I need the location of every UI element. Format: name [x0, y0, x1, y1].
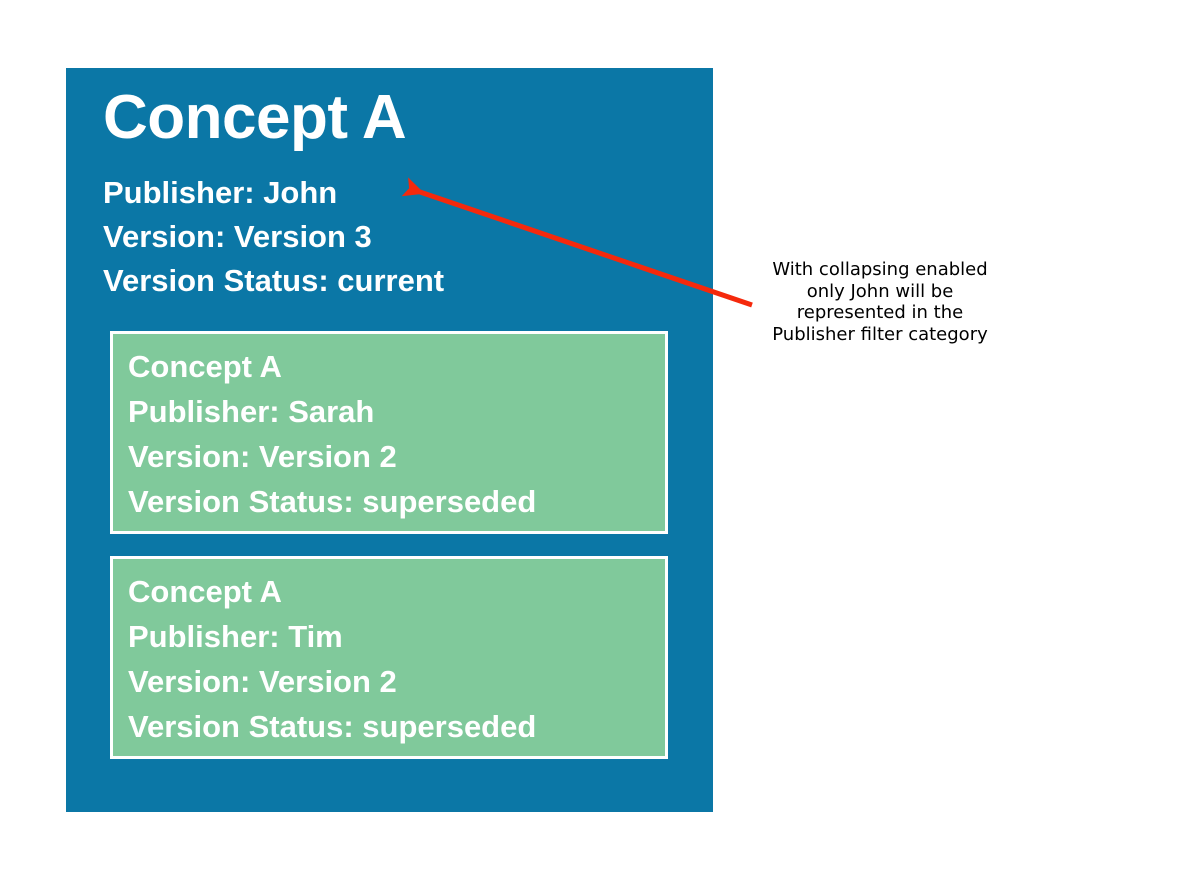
- annotation-line: With collapsing enabled: [772, 259, 988, 280]
- panel-version-line: Version: Version 3: [103, 219, 372, 254]
- version-card: Concept A Publisher: Tim Version: Versio…: [110, 556, 668, 759]
- version-card-content: Concept A Publisher: Sarah Version: Vers…: [128, 344, 659, 524]
- version-card-version-status-line: Version Status: superseded: [128, 709, 537, 744]
- version-card-publisher-line: Publisher: Sarah: [128, 394, 375, 429]
- version-card-title: Concept A: [128, 574, 282, 609]
- version-card-version-status-line: Version Status: superseded: [128, 484, 537, 519]
- concept-panel-metadata: Publisher: John Version: Version 3 Versi…: [103, 171, 693, 303]
- annotation-line: Publisher filter category: [772, 323, 988, 345]
- version-card-version-line: Version: Version 2: [128, 664, 397, 699]
- annotation-line: only John will be: [806, 280, 954, 302]
- version-card: Concept A Publisher: Sarah Version: Vers…: [110, 331, 668, 534]
- annotation-callout: With collapsing enabled only John will b…: [752, 259, 1008, 345]
- annotation-line: represented in the: [796, 302, 964, 323]
- version-card-content: Concept A Publisher: Tim Version: Versio…: [128, 569, 659, 749]
- panel-publisher-line: Publisher: John: [103, 175, 338, 210]
- version-card-version-line: Version: Version 2: [128, 439, 397, 474]
- panel-version-status-line: Version Status: current: [103, 263, 445, 298]
- concept-panel: Concept A Publisher: John Version: Versi…: [66, 68, 713, 812]
- concept-panel-title: Concept A: [103, 83, 407, 152]
- version-card-title: Concept A: [128, 349, 282, 384]
- version-card-publisher-line: Publisher: Tim: [128, 619, 343, 654]
